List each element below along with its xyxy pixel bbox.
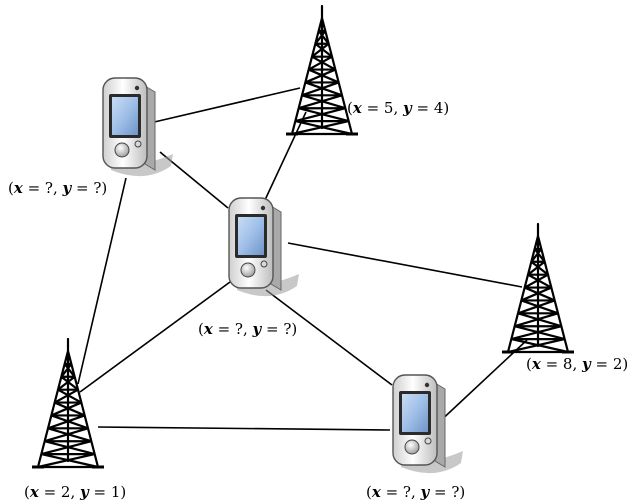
label-comma: , xyxy=(410,483,421,501)
label-close: ) xyxy=(120,483,127,501)
phone-coordinate-label: (x = ?, y = ?) xyxy=(8,179,107,197)
label-yval: ? xyxy=(451,483,460,501)
tower-coordinate-label: (x = 5, y = 4) xyxy=(347,99,449,117)
label-yval: 2 xyxy=(612,355,623,373)
label-open: ( xyxy=(526,355,532,373)
label-eq2: = xyxy=(71,179,94,197)
label-eq1: = xyxy=(38,483,61,501)
label-ysym: y xyxy=(80,483,89,501)
label-eq1: = xyxy=(540,355,563,373)
label-xval: ? xyxy=(234,320,243,338)
label-eq1: = xyxy=(380,483,403,501)
label-comma: , xyxy=(242,320,253,338)
label-close: ) xyxy=(101,179,108,197)
label-ysym: y xyxy=(252,320,262,338)
tower-coordinate-label: (x = 2, y = 1) xyxy=(24,483,126,501)
tower-icon xyxy=(32,337,104,469)
edge-phone-a-tower-a xyxy=(149,87,301,124)
label-xval: ? xyxy=(402,483,411,501)
label-yval: 1 xyxy=(110,483,121,501)
label-eq1: = xyxy=(22,179,45,197)
nodes-layer xyxy=(32,4,574,474)
label-xsym: x xyxy=(352,99,362,117)
label-ysym: y xyxy=(420,483,430,501)
edge-phone-b-tower-c xyxy=(79,281,231,393)
phone-icon xyxy=(228,197,299,297)
label-close: ) xyxy=(291,320,298,338)
label-open: ( xyxy=(198,320,204,338)
label-yval: 4 xyxy=(433,99,444,117)
label-eq1: = xyxy=(361,99,384,117)
phone-coordinate-label: (x = ?, y = ?) xyxy=(366,483,465,501)
label-xval: ? xyxy=(44,179,53,197)
phone-icon xyxy=(392,374,463,474)
tower-coordinate-label: (x = 8, y = 2) xyxy=(526,355,628,373)
label-close: ) xyxy=(443,99,450,117)
label-eq2: = xyxy=(261,320,284,338)
label-xsym: x xyxy=(13,179,23,197)
edge-phone-a-tower-c xyxy=(77,177,127,385)
label-xval: 2 xyxy=(60,483,71,501)
label-eq1: = xyxy=(212,320,235,338)
label-comma: , xyxy=(572,355,583,373)
label-open: ( xyxy=(8,179,14,197)
label-comma: , xyxy=(70,483,81,501)
label-xsym: x xyxy=(203,320,213,338)
label-comma: , xyxy=(393,99,404,117)
tower-icon xyxy=(502,222,574,354)
label-eq2: = xyxy=(411,99,434,117)
label-comma: , xyxy=(52,179,63,197)
phone-icon xyxy=(102,77,173,177)
edges-layer xyxy=(77,87,528,431)
label-yval: ? xyxy=(283,320,292,338)
label-open: ( xyxy=(347,99,353,117)
label-xsym: x xyxy=(371,483,381,501)
label-eq2: = xyxy=(590,355,613,373)
edge-tower-c-phone-c xyxy=(97,426,391,431)
label-ysym: y xyxy=(62,179,72,197)
label-open: ( xyxy=(24,483,30,501)
edge-tower-b-phone-c xyxy=(435,339,528,426)
label-xsym: x xyxy=(531,355,541,373)
tower-icon xyxy=(286,4,358,136)
label-close: ) xyxy=(459,483,466,501)
edge-phone-b-phone-c xyxy=(265,289,393,386)
label-yval: ? xyxy=(93,179,102,197)
label-ysym: y xyxy=(582,355,591,373)
edge-phone-b-tower-b xyxy=(287,242,523,288)
label-ysym: y xyxy=(403,99,412,117)
edge-tower-a-phone-b xyxy=(264,111,307,201)
label-eq2: = xyxy=(88,483,111,501)
label-open: ( xyxy=(366,483,372,501)
label-close: ) xyxy=(622,355,629,373)
label-xsym: x xyxy=(29,483,39,501)
label-xval: 8 xyxy=(562,355,573,373)
label-xval: 5 xyxy=(383,99,394,117)
phone-coordinate-label: (x = ?, y = ?) xyxy=(198,320,297,338)
label-eq2: = xyxy=(429,483,452,501)
